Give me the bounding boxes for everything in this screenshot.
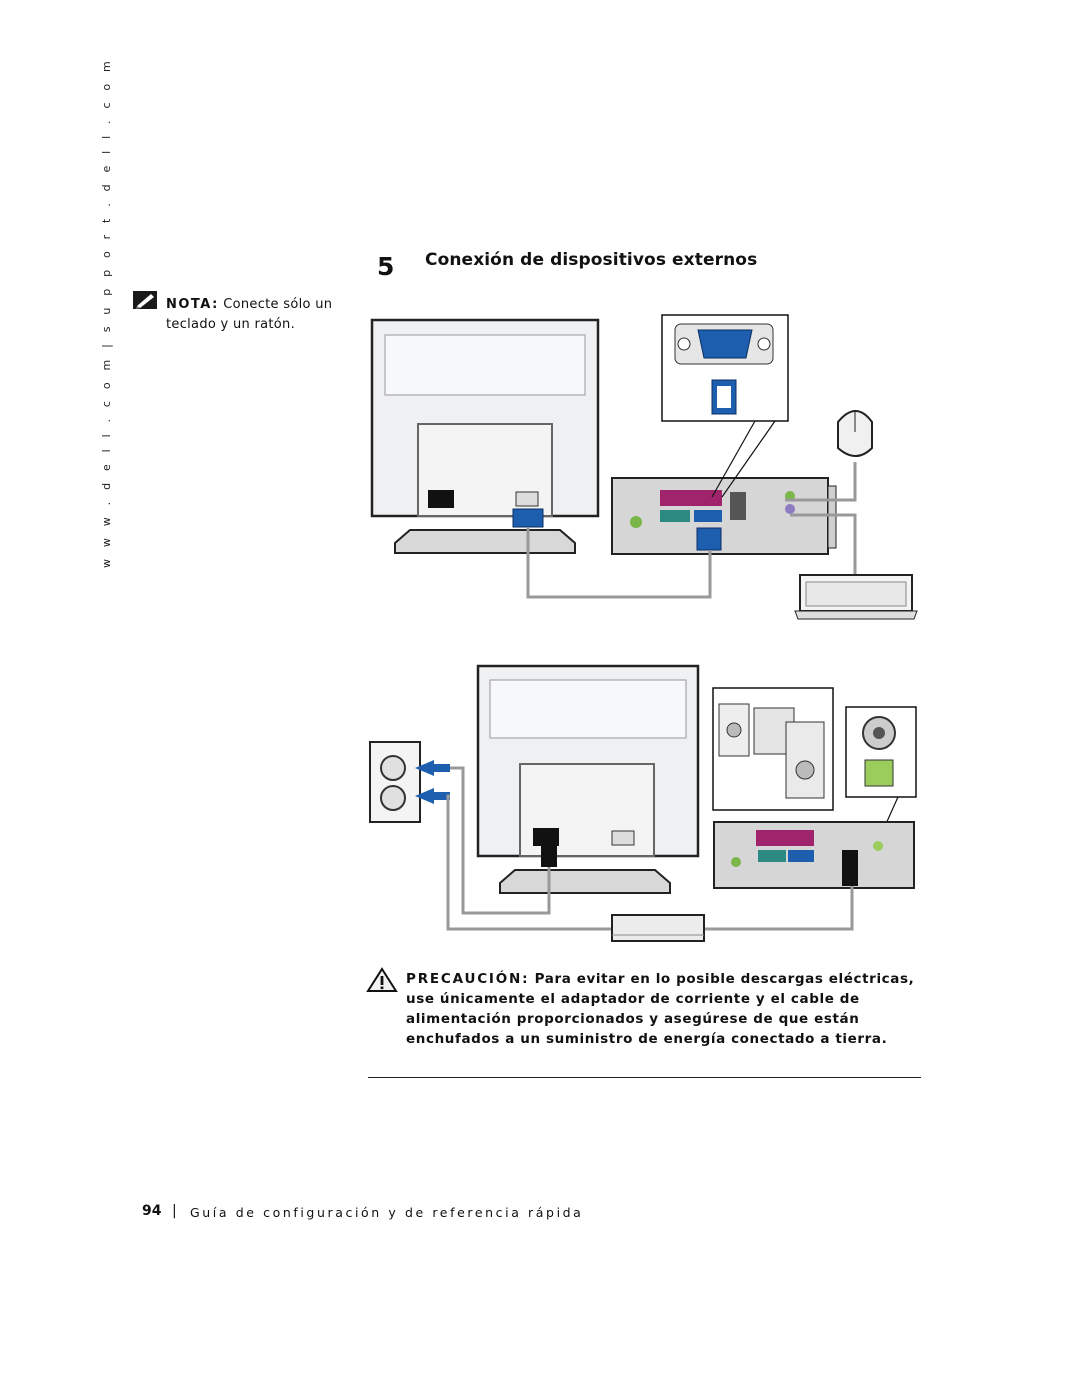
- sidebar-url: w w w . d e l l . c o m | s u p p o r t …: [100, 57, 113, 568]
- caution-body: Para evitar en lo posible descargas eléc…: [406, 971, 915, 1047]
- wall-outlet-icon: [369, 741, 450, 823]
- caution-label: PRECAUCIÓN:: [406, 971, 530, 987]
- note-label: NOTA:: [166, 297, 219, 312]
- power-adapter-icon: [611, 914, 705, 942]
- caution-triangle-icon: [366, 967, 398, 992]
- speakers-icon: [712, 687, 834, 811]
- connection-figure: [369, 314, 918, 942]
- keyboard-icon: [794, 574, 918, 620]
- note: NOTA: Conecte sólo un teclado y un ratón…: [166, 295, 336, 335]
- computer-rear-panel-icon: [713, 821, 915, 889]
- audio-jack-icon: [845, 706, 917, 798]
- note-pencil-icon: [133, 291, 157, 309]
- monitor-icon: [476, 664, 700, 894]
- step-title: Conexión de dispositivos externos: [425, 250, 758, 270]
- section-divider: [368, 1077, 921, 1078]
- step-number: 5: [377, 252, 395, 281]
- mouse-icon: [837, 410, 873, 457]
- caution-text: PRECAUCIÓN: Para evitar en lo posible de…: [406, 969, 926, 1049]
- footer-separator: |: [172, 1203, 177, 1219]
- vga-connector-icon: [661, 314, 789, 422]
- monitor-icon: [370, 318, 600, 554]
- note-text: Conecte sólo un teclado y un ratón.: [166, 297, 333, 332]
- footer-title: Guía de configuración y de referencia rá…: [190, 1205, 584, 1220]
- page-number: 94: [142, 1203, 162, 1219]
